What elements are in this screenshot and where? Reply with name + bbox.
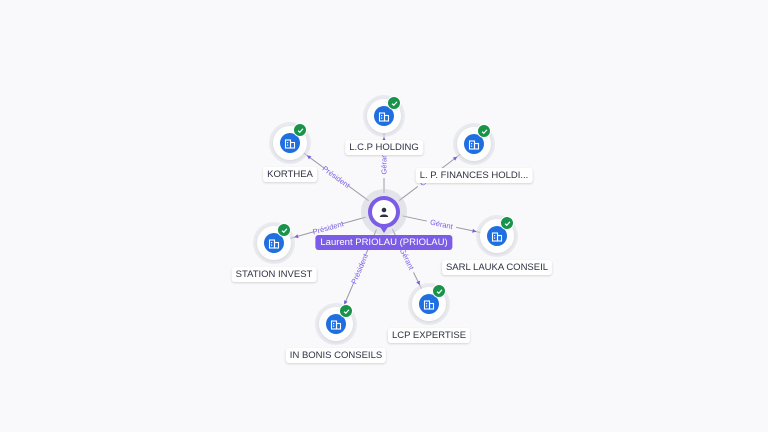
- relation-label-bg: [425, 216, 458, 233]
- building-icon: [419, 294, 439, 314]
- relation-label-bg: [321, 164, 352, 190]
- building-icon: [464, 134, 484, 154]
- company-label: IN BONIS CONSEILS: [285, 348, 387, 363]
- relation-label-bg: [379, 148, 389, 178]
- edge-arrow: [344, 300, 348, 305]
- relation-label-bg: [395, 243, 419, 275]
- company-label: L.C.P HOLDING: [345, 140, 423, 155]
- verified-check-icon: [339, 304, 353, 318]
- edge-arrow: [294, 234, 299, 239]
- company-label: LCP EXPERTISE: [387, 328, 471, 343]
- company-label: L. P. FINANCES HOLDI...: [415, 168, 533, 183]
- verified-check-icon: [277, 223, 291, 237]
- relation-label: Président: [312, 219, 346, 237]
- building-icon: [326, 314, 346, 334]
- relation-label: Gérant: [398, 247, 417, 272]
- person-label: Laurent PRIOLAU (PRIOLAU): [315, 235, 453, 250]
- company-label: STATION INVEST: [231, 267, 317, 282]
- relation-label-bg: [312, 218, 344, 237]
- building-icon: [487, 226, 507, 246]
- building-icon: [280, 133, 300, 153]
- edge-arrow: [416, 280, 420, 286]
- relation-label-bg: [349, 253, 371, 285]
- person-icon: [372, 200, 396, 224]
- building-icon: [374, 106, 394, 126]
- verified-check-icon: [387, 96, 401, 110]
- verified-check-icon: [432, 284, 446, 298]
- building-icon: [264, 233, 284, 253]
- edge-arrow: [452, 156, 458, 161]
- company-label: KORTHEA: [263, 167, 317, 182]
- verified-check-icon: [500, 216, 514, 230]
- company-label: SARL LAUKA CONSEIL: [441, 260, 553, 275]
- edge-arrow: [306, 155, 312, 160]
- relation-label: Gérant: [380, 151, 389, 175]
- verified-check-icon: [477, 124, 491, 138]
- relation-label: Président: [321, 164, 353, 191]
- edge-arrow: [472, 228, 477, 233]
- verified-check-icon: [293, 123, 307, 137]
